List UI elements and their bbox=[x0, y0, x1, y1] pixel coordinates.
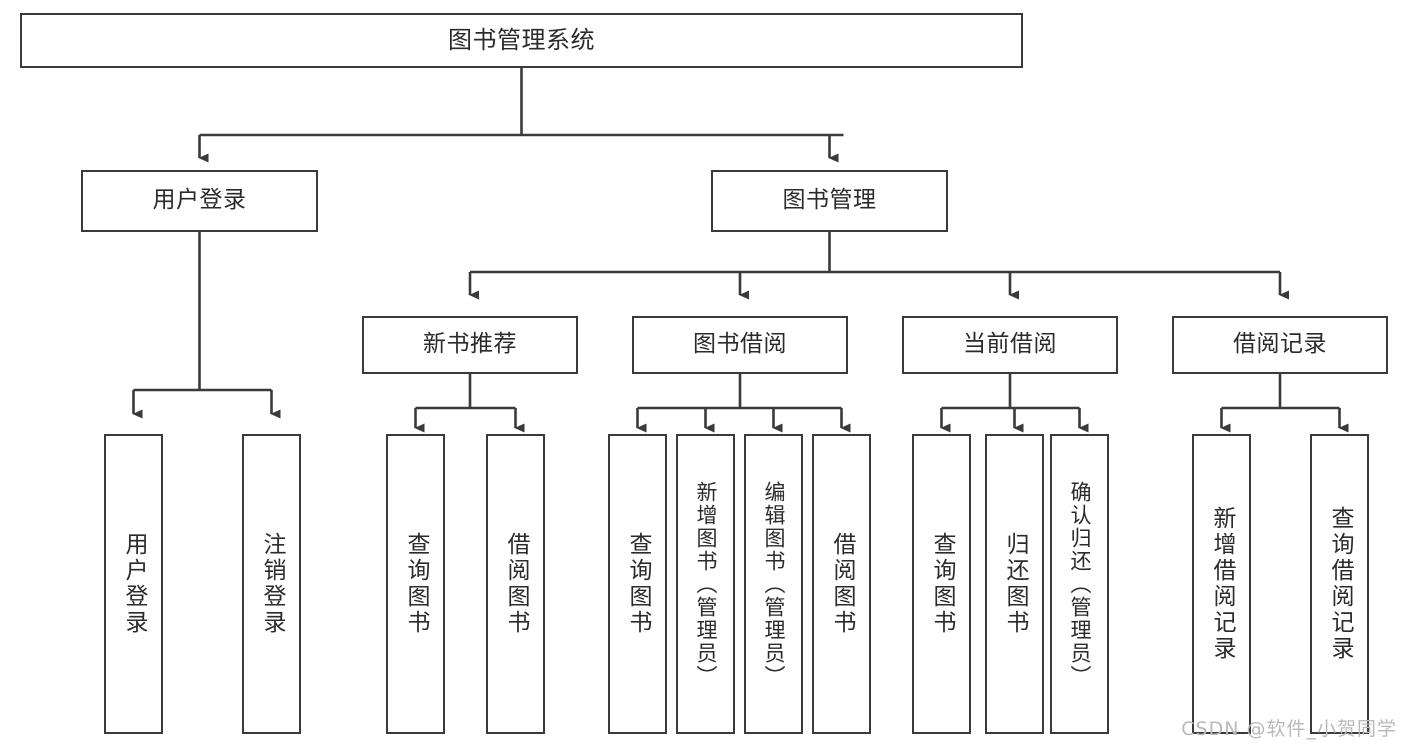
node-leaf-rec-query-book-label: 查询图书 bbox=[403, 532, 429, 636]
node-leaf-borrow-edit-book[interactable]: 编辑图书（管理员） bbox=[744, 434, 803, 734]
node-leaf-cur-query-book[interactable]: 查询图书 bbox=[912, 434, 971, 734]
node-leaf-cur-confirm-return-label: 确认归还（管理员） bbox=[1068, 480, 1092, 688]
node-leaf-rec-add-record-label: 新增借阅记录 bbox=[1209, 506, 1235, 662]
node-leaf-user-login[interactable]: 用户登录 bbox=[104, 434, 163, 734]
node-leaf-borrow-add-book-label: 新增图书（管理员） bbox=[694, 480, 718, 688]
node-leaf-user-logout[interactable]: 注销登录 bbox=[242, 434, 301, 734]
node-leaf-rec-borrow-book[interactable]: 借阅图书 bbox=[486, 434, 545, 734]
node-leaf-cur-query-book-label: 查询图书 bbox=[929, 532, 955, 636]
node-new-book-recommend[interactable]: 新书推荐 bbox=[362, 316, 578, 374]
node-user-login[interactable]: 用户登录 bbox=[81, 170, 318, 232]
node-leaf-cur-return-book-label: 归还图书 bbox=[1002, 532, 1028, 636]
node-leaf-borrow-edit-book-label: 编辑图书（管理员） bbox=[762, 480, 786, 688]
node-leaf-borrow-query-book-label: 查询图书 bbox=[625, 532, 651, 636]
node-leaf-user-login-label: 用户登录 bbox=[121, 532, 147, 636]
node-leaf-cur-confirm-return[interactable]: 确认归还（管理员） bbox=[1050, 434, 1109, 734]
node-leaf-borrow-borrow-book-label: 借阅图书 bbox=[829, 532, 855, 636]
node-borrow-record-label: 借阅记录 bbox=[1233, 331, 1327, 358]
node-current-borrow-label: 当前借阅 bbox=[963, 331, 1057, 358]
node-leaf-borrow-add-book[interactable]: 新增图书（管理员） bbox=[676, 434, 735, 734]
node-leaf-borrow-query-book[interactable]: 查询图书 bbox=[608, 434, 667, 734]
node-root-system-label: 图书管理系统 bbox=[448, 26, 595, 55]
node-book-manage[interactable]: 图书管理 bbox=[711, 170, 948, 232]
node-leaf-user-logout-label: 注销登录 bbox=[259, 532, 285, 636]
node-borrow-record[interactable]: 借阅记录 bbox=[1172, 316, 1388, 374]
node-current-borrow[interactable]: 当前借阅 bbox=[902, 316, 1118, 374]
node-leaf-cur-return-book[interactable]: 归还图书 bbox=[985, 434, 1044, 734]
node-book-borrow[interactable]: 图书借阅 bbox=[632, 316, 848, 374]
node-leaf-rec-add-record[interactable]: 新增借阅记录 bbox=[1192, 434, 1251, 734]
node-book-borrow-label: 图书借阅 bbox=[693, 331, 787, 358]
node-book-manage-label: 图书管理 bbox=[782, 187, 877, 214]
node-leaf-rec-query-record[interactable]: 查询借阅记录 bbox=[1310, 434, 1369, 734]
watermark-text: CSDN @软件_小贺同学 bbox=[1181, 718, 1397, 740]
node-leaf-rec-query-book[interactable]: 查询图书 bbox=[386, 434, 445, 734]
node-leaf-rec-borrow-book-label: 借阅图书 bbox=[503, 532, 529, 636]
node-new-book-recommend-label: 新书推荐 bbox=[423, 331, 517, 358]
node-leaf-rec-query-record-label: 查询借阅记录 bbox=[1327, 506, 1353, 662]
node-leaf-borrow-borrow-book[interactable]: 借阅图书 bbox=[812, 434, 871, 734]
node-root-system[interactable]: 图书管理系统 bbox=[20, 13, 1023, 68]
node-user-login-label: 用户登录 bbox=[152, 187, 247, 214]
